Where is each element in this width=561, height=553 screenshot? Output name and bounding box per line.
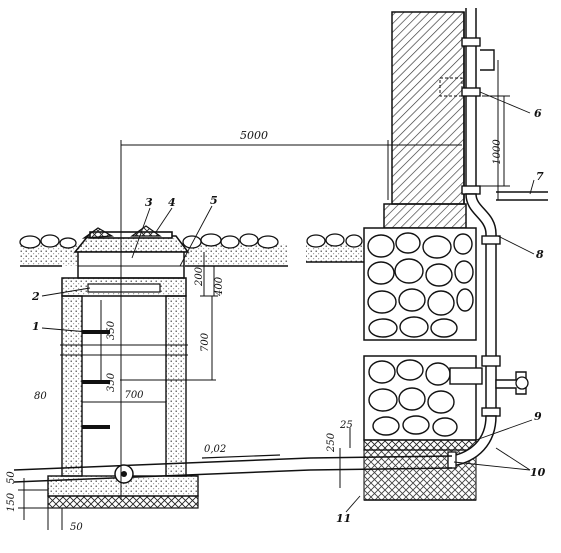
callout-7: 7 xyxy=(536,170,544,183)
callout-5: 5 xyxy=(210,194,218,207)
manhole-section xyxy=(13,225,311,509)
callout-3: 3 xyxy=(145,196,153,209)
riser-pipe xyxy=(309,8,529,471)
leader-lines xyxy=(41,91,535,513)
dim-well-width: 700 xyxy=(124,390,144,401)
callout-4: 4 xyxy=(168,196,176,209)
dim-pipe-cover: 250 xyxy=(326,432,337,453)
dim-rung-gap-mid: 350 xyxy=(106,372,117,392)
callout-10: 10 xyxy=(530,466,546,479)
dim-base-150: 150 xyxy=(6,492,17,512)
dim-cover-depth-b: 400 xyxy=(214,276,225,297)
branch-pipe-7 xyxy=(496,60,548,201)
dimension-labels: 5000 1000 200 400 350 350 700 700 80 0,0… xyxy=(6,129,503,533)
well-slab xyxy=(61,277,187,297)
dim-riser-height: 1000 xyxy=(492,139,503,165)
dim-bedding: 25 xyxy=(339,420,353,431)
callout-6: 6 xyxy=(534,107,542,120)
callout-labels: 1 2 3 4 5 6 7 8 9 10 11 xyxy=(31,107,546,525)
dimension-lines xyxy=(18,95,510,530)
dim-base-50-left: 50 xyxy=(6,471,17,484)
dim-step-depth: 700 xyxy=(200,332,211,352)
manhole-cover xyxy=(73,225,190,279)
dim-cover-depth-a: 200 xyxy=(194,266,205,287)
stone-foundation-upper xyxy=(363,227,477,341)
dim-rung-gap-top: 350 xyxy=(106,320,117,340)
dim-wall-thickness: 80 xyxy=(34,391,47,402)
dim-slope: 0,02 xyxy=(204,444,226,455)
well-base xyxy=(13,454,311,509)
callout-11: 11 xyxy=(336,512,351,525)
stone-foundation-lower xyxy=(363,355,477,501)
ladder-rungs xyxy=(82,330,110,429)
dim-base-50-bottom: 50 xyxy=(70,522,83,533)
callout-8: 8 xyxy=(536,248,544,261)
dim-total-span: 5000 xyxy=(240,129,268,142)
building-section xyxy=(306,8,548,501)
callout-2: 2 xyxy=(31,290,40,303)
well-walls xyxy=(60,295,188,477)
ground-right xyxy=(306,233,364,263)
callout-9: 9 xyxy=(534,410,542,423)
callout-1: 1 xyxy=(32,320,40,333)
